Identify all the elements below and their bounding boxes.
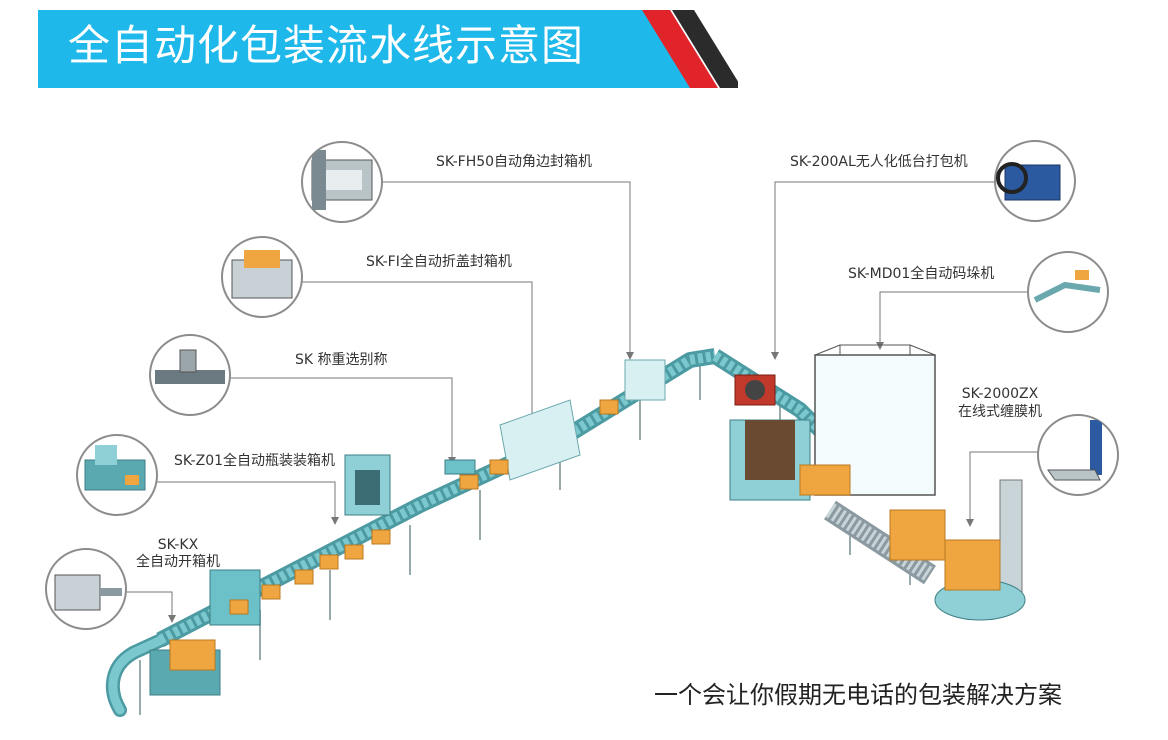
thumb-sk-kx bbox=[45, 548, 127, 630]
leader-sk-200al bbox=[774, 181, 998, 355]
tagline: 一个会让你假期无电话的包装解决方案 bbox=[654, 681, 1062, 709]
label-sk-fi: SK-FI全自动折盖封箱机 bbox=[366, 254, 512, 270]
conveyor-line bbox=[106, 348, 936, 717]
thumb-sk-2000zx bbox=[1037, 414, 1119, 496]
leader-sk-md01 bbox=[879, 291, 1030, 345]
thumb-sk-fh50 bbox=[301, 141, 383, 223]
label-sk-2000zx-name: 在线式缠膜机 bbox=[958, 404, 1042, 420]
label-sk-check: SK 称重选别称 bbox=[295, 352, 388, 368]
label-sk-2000zx-code: SK-2000ZX bbox=[961, 386, 1039, 402]
thumb-sk-200al bbox=[994, 140, 1076, 222]
banner-shape bbox=[38, 10, 742, 88]
leader-sk-z01 bbox=[155, 481, 336, 520]
leader-sk-2000zx bbox=[969, 451, 1040, 522]
machine-thumbnails bbox=[45, 140, 1119, 630]
label-sk-kx-code: SK-KX bbox=[157, 537, 199, 553]
thumb-sk-fi bbox=[221, 236, 303, 318]
boxes bbox=[229, 399, 1001, 615]
thumb-sk-md01 bbox=[1027, 251, 1109, 333]
header-banner bbox=[38, 10, 742, 88]
leader-lines bbox=[124, 181, 1040, 618]
label-sk-md01: SK-MD01全自动码垛机 bbox=[848, 266, 995, 282]
leader-sk-kx bbox=[124, 591, 173, 618]
line-machines bbox=[149, 344, 1026, 696]
label-sk-z01: SK-Z01全自动瓶装装箱机 bbox=[174, 453, 336, 469]
label-sk-kx-name: 全自动开箱机 bbox=[136, 554, 220, 570]
leader-sk-fi bbox=[300, 281, 533, 418]
leader-sk-check bbox=[226, 377, 453, 460]
page-title: 全自动化包装流水线示意图 bbox=[68, 21, 585, 70]
thumb-sk-check bbox=[149, 334, 231, 416]
label-sk-fh50: SK-FH50自动角边封箱机 bbox=[436, 154, 593, 170]
leader-sk-fh50 bbox=[380, 181, 631, 355]
label-sk-200al: SK-200AL无人化低台打包机 bbox=[790, 154, 968, 170]
thumb-sk-z01 bbox=[76, 434, 158, 516]
